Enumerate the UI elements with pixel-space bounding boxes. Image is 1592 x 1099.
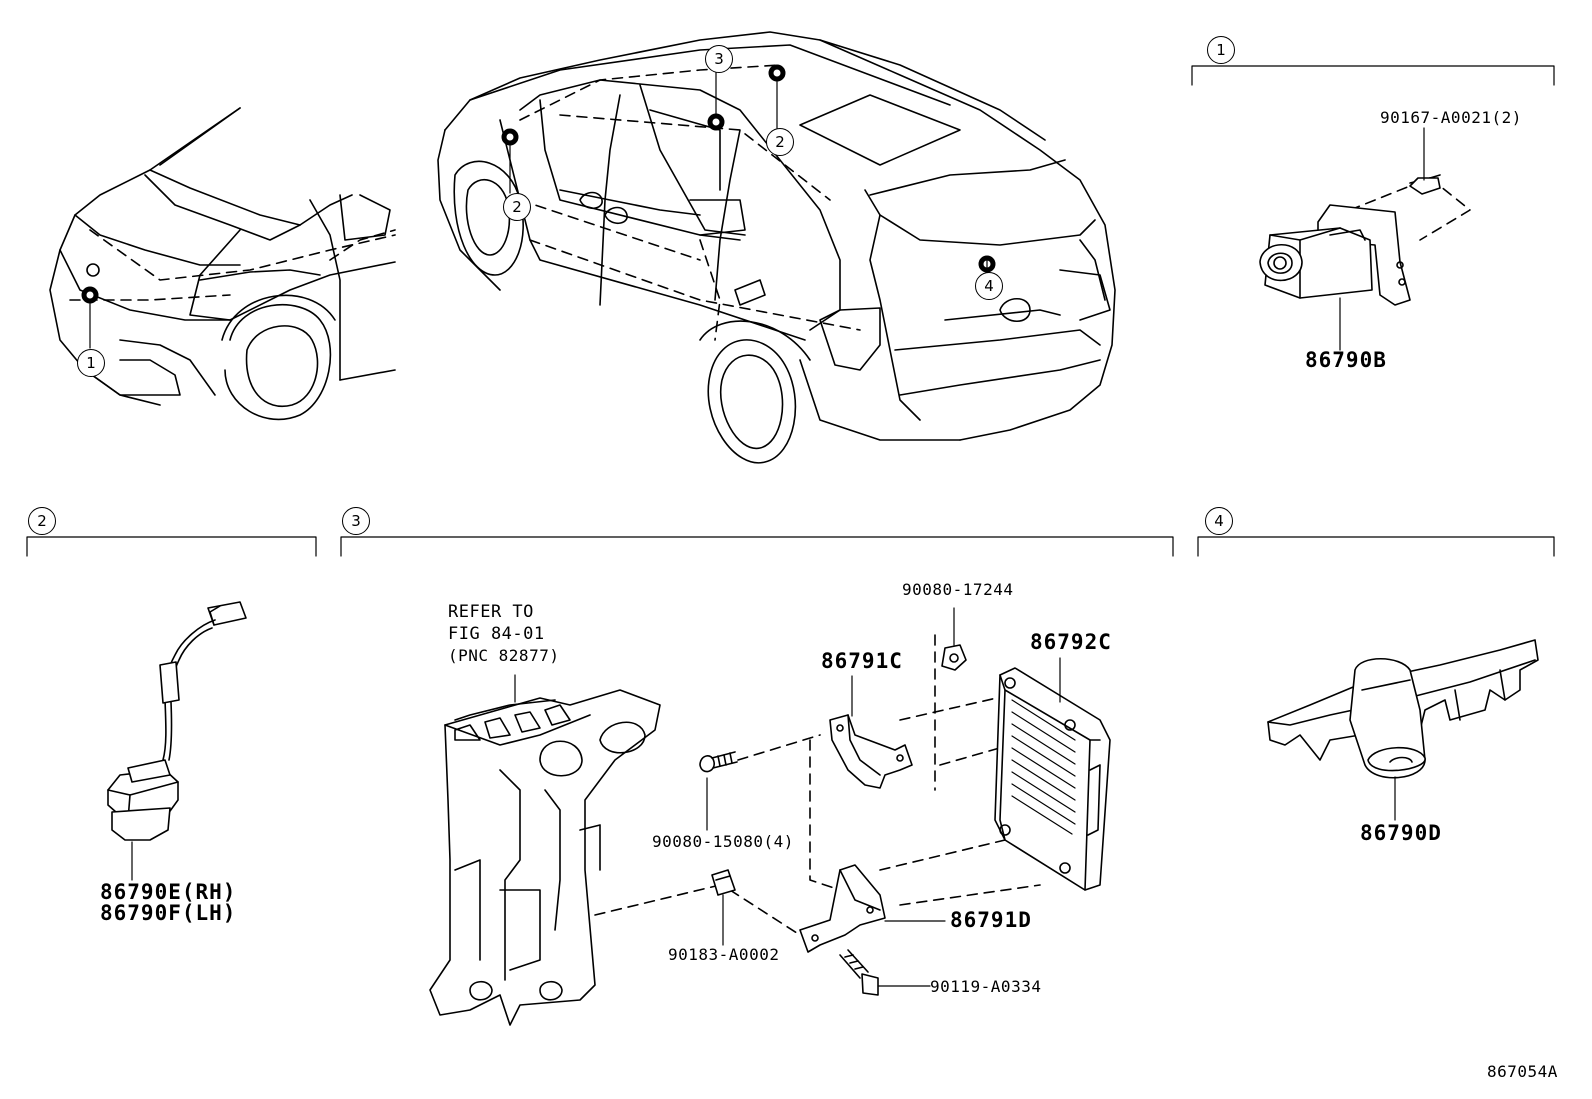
refer-to-line3: (PNC 82877) — [448, 646, 560, 665]
section-1-number: 1 — [1207, 36, 1235, 64]
front-vehicle-drawing — [49, 107, 396, 421]
part-86790F-label: 86790F(LH) — [100, 901, 237, 925]
ecu-bracket-assembly-drawing — [429, 607, 1111, 1026]
callout-4: 4 — [975, 272, 1003, 300]
ecu-86792C-label: 86792C — [1030, 630, 1112, 654]
bolt-90119-A0334-label: 90119-A0334 — [930, 977, 1042, 996]
camera-86790D-drawing — [1267, 639, 1539, 821]
nut-90080-17244-label: 90080-17244 — [902, 580, 1014, 599]
callout-2-left: 2 — [503, 193, 531, 221]
rear-vehicle-drawing — [437, 31, 1116, 464]
refer-to-line1: REFER TO — [448, 602, 534, 622]
bracket-86791D-label: 86791D — [950, 908, 1032, 932]
part-86790E-label: 86790E(RH) — [100, 880, 237, 904]
callout-2-right: 2 — [766, 128, 794, 156]
refer-to-line2: FIG 84-01 — [448, 624, 545, 644]
section-4-number: 4 — [1205, 507, 1233, 535]
callout-3: 3 — [705, 45, 733, 73]
bolt-90080-15080-label: 90080-15080(4) — [652, 832, 794, 851]
section-3-number: 3 — [342, 507, 370, 535]
clip-90183-A0002-label: 90183-A0002 — [668, 945, 780, 964]
callout-1-front: 1 — [77, 349, 105, 377]
bracket-86791C-label: 86791C — [821, 649, 903, 673]
part-86790D-label: 86790D — [1360, 821, 1442, 845]
bolt-90167-label: 90167-A0021(2) — [1380, 108, 1522, 127]
camera-86790E-F-drawing — [107, 601, 247, 881]
section-brackets — [26, 65, 1555, 557]
section-2-number: 2 — [28, 507, 56, 535]
part-86790B-label: 86790B — [1305, 348, 1387, 372]
camera-86790B-drawing — [1259, 127, 1471, 351]
figure-id: 867054A — [1487, 1062, 1558, 1081]
